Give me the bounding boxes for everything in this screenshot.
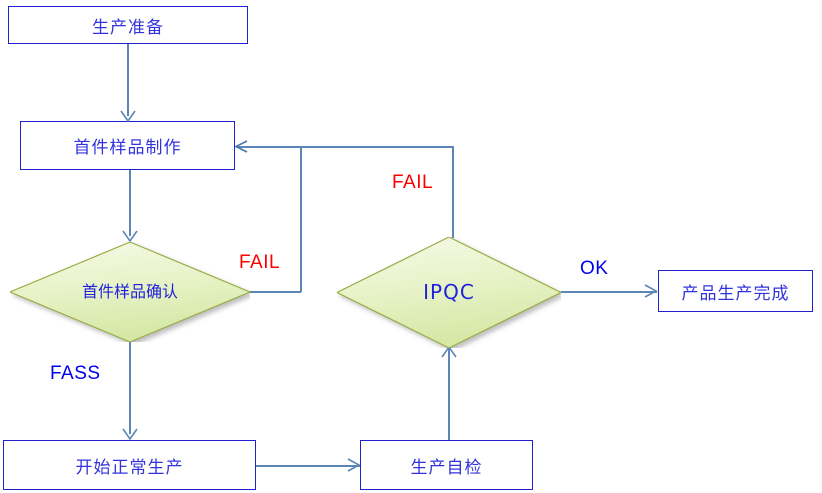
arrowhead-right-selfcheck [347, 458, 361, 472]
edge-label-fail-confirm: FAIL [239, 252, 281, 273]
edge-prep-to-sample [127, 44, 129, 116]
node-ipqc[interactable]: IPQC [337, 237, 561, 348]
node-production-preparation[interactable]: 生产准备 [8, 6, 248, 44]
edge-mass-to-selfcheck [256, 465, 360, 467]
edge-confirm-fail-seg-left [236, 146, 301, 148]
node-first-article-confirmation[interactable]: 首件样品确认 [10, 242, 250, 342]
arrowhead-left-sample [234, 140, 248, 154]
node-label: 产品生产完成 [681, 283, 790, 304]
node-label: IPQC [423, 280, 475, 304]
edge-label-fail-ipqc: FAIL [392, 172, 434, 193]
node-start-normal-production[interactable]: 开始正常生产 [3, 440, 256, 490]
edge-selfcheck-to-ipqc [448, 348, 450, 440]
arrowhead-right-done [644, 284, 658, 298]
node-label: 生产准备 [92, 17, 164, 38]
node-production-self-inspection[interactable]: 生产自检 [360, 440, 533, 490]
node-label: 生产自检 [410, 457, 483, 478]
node-production-complete[interactable]: 产品生产完成 [658, 270, 813, 312]
diamond-shape [337, 237, 561, 348]
edge-sample-to-confirm [129, 170, 131, 236]
arrowhead-down-sample [120, 110, 136, 123]
edge-confirm-fail-seg-up [300, 146, 302, 292]
node-label: 首件样品确认 [81, 281, 178, 301]
edge-confirm-pass-to-mass [129, 342, 131, 434]
edge-label-ok-ipqc: OK [580, 258, 609, 279]
edge-ipqc-ok-to-done [561, 291, 657, 293]
edge-confirm-fail-seg-right [250, 291, 301, 293]
edge-ipqc-fail-seg-up [452, 146, 454, 238]
diamond-shape [10, 242, 250, 342]
node-label: 开始正常生产 [75, 457, 184, 478]
arrowhead-down-confirm [122, 230, 138, 243]
node-label: 首件样品制作 [73, 138, 182, 158]
edge-label-fass-confirm: FASS [50, 363, 101, 384]
edge-ipqc-fail-seg-left [300, 146, 453, 148]
arrowhead-down-mass [122, 428, 138, 441]
node-first-article-sample-making[interactable]: 首件样品制作 [20, 121, 235, 170]
